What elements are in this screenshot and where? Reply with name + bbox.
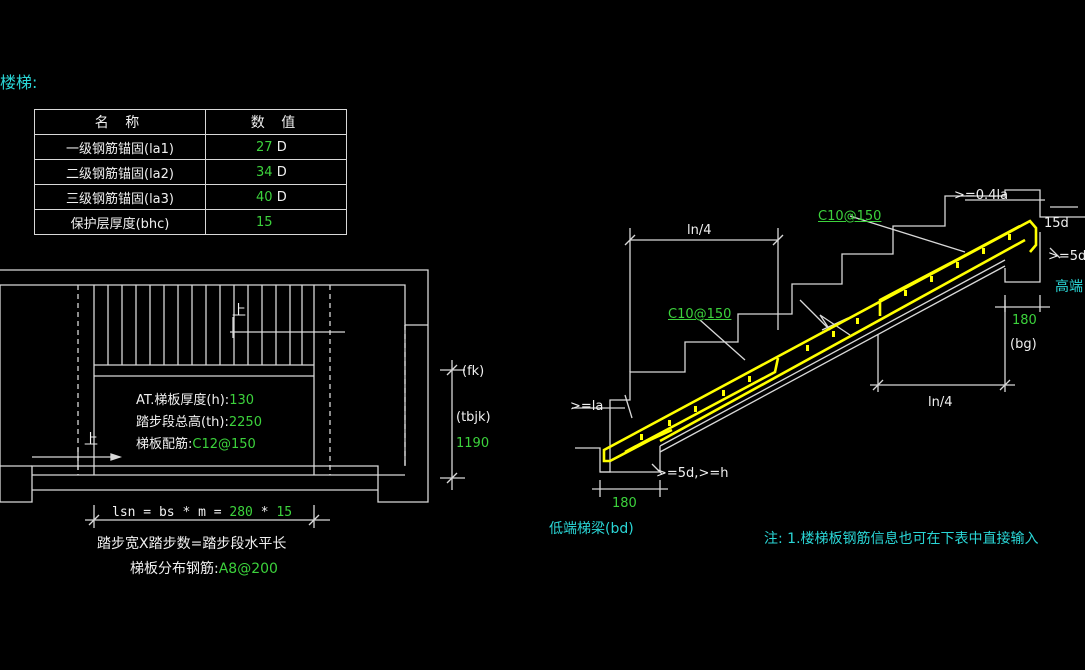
row-value-cell[interactable]: 27 D (205, 134, 347, 160)
bg-label: (bg) (1010, 337, 1037, 352)
table-row: 二级钢筋锚固(la2) 34 D (34, 159, 347, 185)
bottom-hook-label: >=5d,>=h (656, 466, 729, 481)
high-beam-width[interactable]: 180 (1012, 313, 1037, 328)
lsn-formula: lsn = bs * m = (112, 505, 222, 520)
high-beam-label: 高端 (1055, 279, 1083, 295)
row-name: 一级钢筋锚固(la1) (34, 134, 206, 160)
row-value-cell[interactable]: 15 (205, 209, 347, 235)
thickness-value[interactable]: 130 (229, 393, 255, 408)
note-text: 注: 1.楼梯板钢筋信息也可在下表中直接输入 (764, 531, 1039, 547)
row-value[interactable]: 15 (256, 214, 273, 230)
tbjk-label: (tbjk) (456, 410, 491, 425)
distribution-row: 梯板分布钢筋:A8@200 (130, 562, 278, 577)
rebar-line (602, 219, 1038, 463)
row-unit: D (276, 139, 287, 155)
row-value[interactable]: 34 (256, 164, 273, 180)
table-row: 三级钢筋锚固(la3) 40 D (34, 184, 347, 210)
height-value[interactable]: 2250 (228, 415, 262, 430)
up-label: 上 (84, 432, 98, 448)
anchor-bottom-label: >=la (570, 399, 604, 414)
distribution-label: 梯板分布钢筋: (130, 561, 219, 577)
row-unit: D (276, 164, 287, 180)
distribution-value[interactable]: A8@200 (218, 561, 278, 577)
rebar-ties (640, 234, 1011, 440)
lsn-op: * (260, 505, 269, 520)
thickness-row: AT.梯板厚度(h):130 (136, 393, 254, 408)
hook-15d-label: 15d (1044, 216, 1069, 231)
hook-5d-label: >=5d (1048, 249, 1085, 264)
fk-label: (fk) (462, 364, 485, 379)
lsn-bs[interactable]: 280 (229, 505, 253, 520)
table-header: 名 称 数 值 (34, 109, 347, 135)
stair-plan (0, 269, 465, 528)
up-label: 上 (232, 303, 246, 319)
height-label: 踏步段总高(th): (136, 415, 229, 430)
thickness-label: AT.梯板厚度(h): (136, 393, 230, 408)
row-unit: D (276, 189, 287, 205)
ln4-bottom: ln/4 (928, 395, 953, 410)
page-title: 楼梯: (0, 73, 38, 92)
ln4-top: ln/4 (687, 223, 712, 238)
low-beam-width[interactable]: 180 (612, 496, 637, 511)
lsn-row: lsn = bs * m = 280 * 15 (112, 505, 292, 520)
row-value-cell[interactable]: 34 D (205, 159, 347, 185)
rebar-mid-label[interactable]: C10@150 (668, 307, 732, 322)
lsn-m[interactable]: 15 (276, 505, 293, 520)
table-row: 保护层厚度(bhc) 15 (34, 209, 347, 235)
anchor-table: 名 称 数 值 一级钢筋锚固(la1) 27 D 二级钢筋锚固(la2) 34 … (34, 109, 347, 235)
row-name: 保护层厚度(bhc) (34, 209, 206, 235)
lsn-caption: 踏步宽X踏步数=踏步段水平长 (97, 536, 287, 552)
rebar-row: 梯板配筋:C12@150 (136, 437, 256, 452)
tbjk-value[interactable]: 1190 (456, 436, 490, 451)
row-value[interactable]: 27 (256, 139, 273, 155)
header-name: 名 称 (34, 109, 206, 135)
rebar-top-label[interactable]: C10@150 (818, 209, 882, 224)
row-value[interactable]: 40 (256, 189, 273, 205)
anchor-top-label: >=0.4la (954, 188, 1009, 203)
table-row: 一级钢筋锚固(la1) 27 D (34, 134, 347, 160)
stair-section (572, 189, 1085, 497)
rebar-label: 梯板配筋: (136, 437, 193, 452)
header-value: 数 值 (205, 109, 347, 135)
row-name: 二级钢筋锚固(la2) (34, 159, 206, 185)
row-name: 三级钢筋锚固(la3) (34, 184, 206, 210)
rebar-value[interactable]: C12@150 (192, 437, 256, 452)
height-row: 踏步段总高(th):2250 (136, 415, 262, 430)
row-value-cell[interactable]: 40 D (205, 184, 347, 210)
low-beam-label: 低端梯梁(bd) (549, 521, 634, 537)
